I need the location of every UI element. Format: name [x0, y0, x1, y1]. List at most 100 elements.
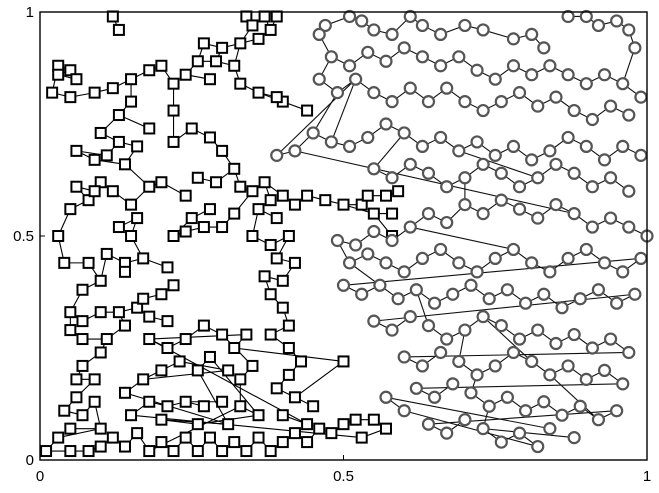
circle-node: [543, 59, 557, 73]
circle-node: [616, 77, 630, 91]
circle-node: [452, 256, 466, 270]
circle-node: [585, 341, 599, 355]
circle-node: [567, 207, 581, 221]
square-node: [161, 400, 174, 413]
circle-node: [610, 296, 624, 310]
square-node: [210, 55, 223, 68]
square-node: [216, 221, 229, 234]
square-node: [252, 32, 265, 45]
square-node: [240, 328, 253, 341]
square-node: [106, 10, 119, 23]
circle-node: [543, 265, 557, 279]
circle-node: [440, 215, 454, 230]
square-node: [197, 221, 210, 234]
circle-node: [342, 256, 357, 270]
circle-node: [634, 90, 648, 104]
square-node: [258, 10, 271, 23]
circle-node: [470, 135, 484, 149]
square-node: [64, 91, 77, 104]
square-node: [82, 256, 95, 269]
circle-node: [555, 408, 569, 422]
square-node: [313, 422, 326, 435]
circle-node: [415, 18, 430, 33]
circle-node: [385, 171, 399, 185]
circle-node: [537, 287, 551, 301]
square-node: [228, 59, 241, 72]
circle-node: [500, 283, 514, 297]
square-node: [234, 400, 247, 413]
square-node: [64, 306, 77, 319]
circle-node: [597, 363, 612, 377]
y-tick-label: 0.5: [13, 228, 34, 245]
square-node: [173, 355, 186, 368]
circle-node: [342, 59, 357, 73]
circle-node: [306, 126, 320, 140]
square-node: [337, 355, 350, 368]
square-node: [131, 212, 144, 225]
square-node: [64, 64, 77, 77]
circle-node: [549, 336, 563, 351]
square-node: [264, 23, 277, 36]
square-node: [94, 176, 107, 189]
circle-node: [336, 278, 351, 292]
square-node: [76, 315, 89, 328]
square-node: [301, 436, 314, 449]
circle-node: [579, 372, 593, 386]
square-node: [155, 176, 168, 189]
square-node: [276, 436, 289, 449]
circle-node: [579, 139, 593, 153]
network-edge: [179, 360, 229, 371]
circle-node: [434, 242, 448, 257]
square-node: [143, 64, 156, 77]
square-node: [52, 68, 65, 81]
square-node: [252, 409, 265, 422]
circle-node: [616, 265, 630, 279]
circle-node: [476, 422, 490, 436]
network-edge: [294, 360, 344, 398]
square-node: [70, 144, 83, 157]
square-node: [155, 413, 168, 426]
network-edge: [549, 374, 599, 421]
circle-node: [385, 94, 399, 109]
circle-node: [409, 283, 423, 297]
square-node: [288, 256, 301, 269]
square-node: [143, 180, 156, 193]
circle-node: [488, 72, 502, 86]
square-node: [100, 247, 113, 260]
circle-node: [610, 14, 624, 28]
circle-node: [537, 41, 551, 55]
circle-node: [403, 157, 417, 171]
circle-node: [361, 247, 375, 261]
circle-node: [488, 251, 502, 265]
circle-node: [367, 86, 381, 100]
square-node: [228, 162, 241, 175]
square-node: [191, 364, 204, 377]
circle-node: [373, 278, 387, 292]
square-node: [240, 445, 253, 458]
square-node: [64, 324, 77, 337]
square-node: [167, 135, 180, 148]
square-node: [167, 279, 180, 292]
square-node: [222, 418, 235, 431]
square-node: [337, 198, 350, 211]
square-node: [282, 368, 295, 381]
square-node: [94, 274, 107, 287]
circle-node: [506, 32, 521, 46]
square-node: [167, 230, 180, 242]
circle-node: [482, 399, 496, 413]
square-node: [185, 212, 198, 225]
square-node: [228, 436, 241, 449]
circle-node: [549, 90, 563, 104]
square-node: [179, 395, 192, 408]
square-node: [234, 180, 247, 193]
square-node: [100, 149, 113, 162]
square-node: [276, 189, 289, 202]
square-node: [143, 333, 156, 346]
circle-node: [531, 323, 545, 337]
circle-node: [440, 81, 454, 95]
circle-node: [622, 23, 636, 37]
circle-node: [379, 117, 393, 131]
square-node: [270, 91, 283, 104]
square-node: [76, 409, 89, 422]
